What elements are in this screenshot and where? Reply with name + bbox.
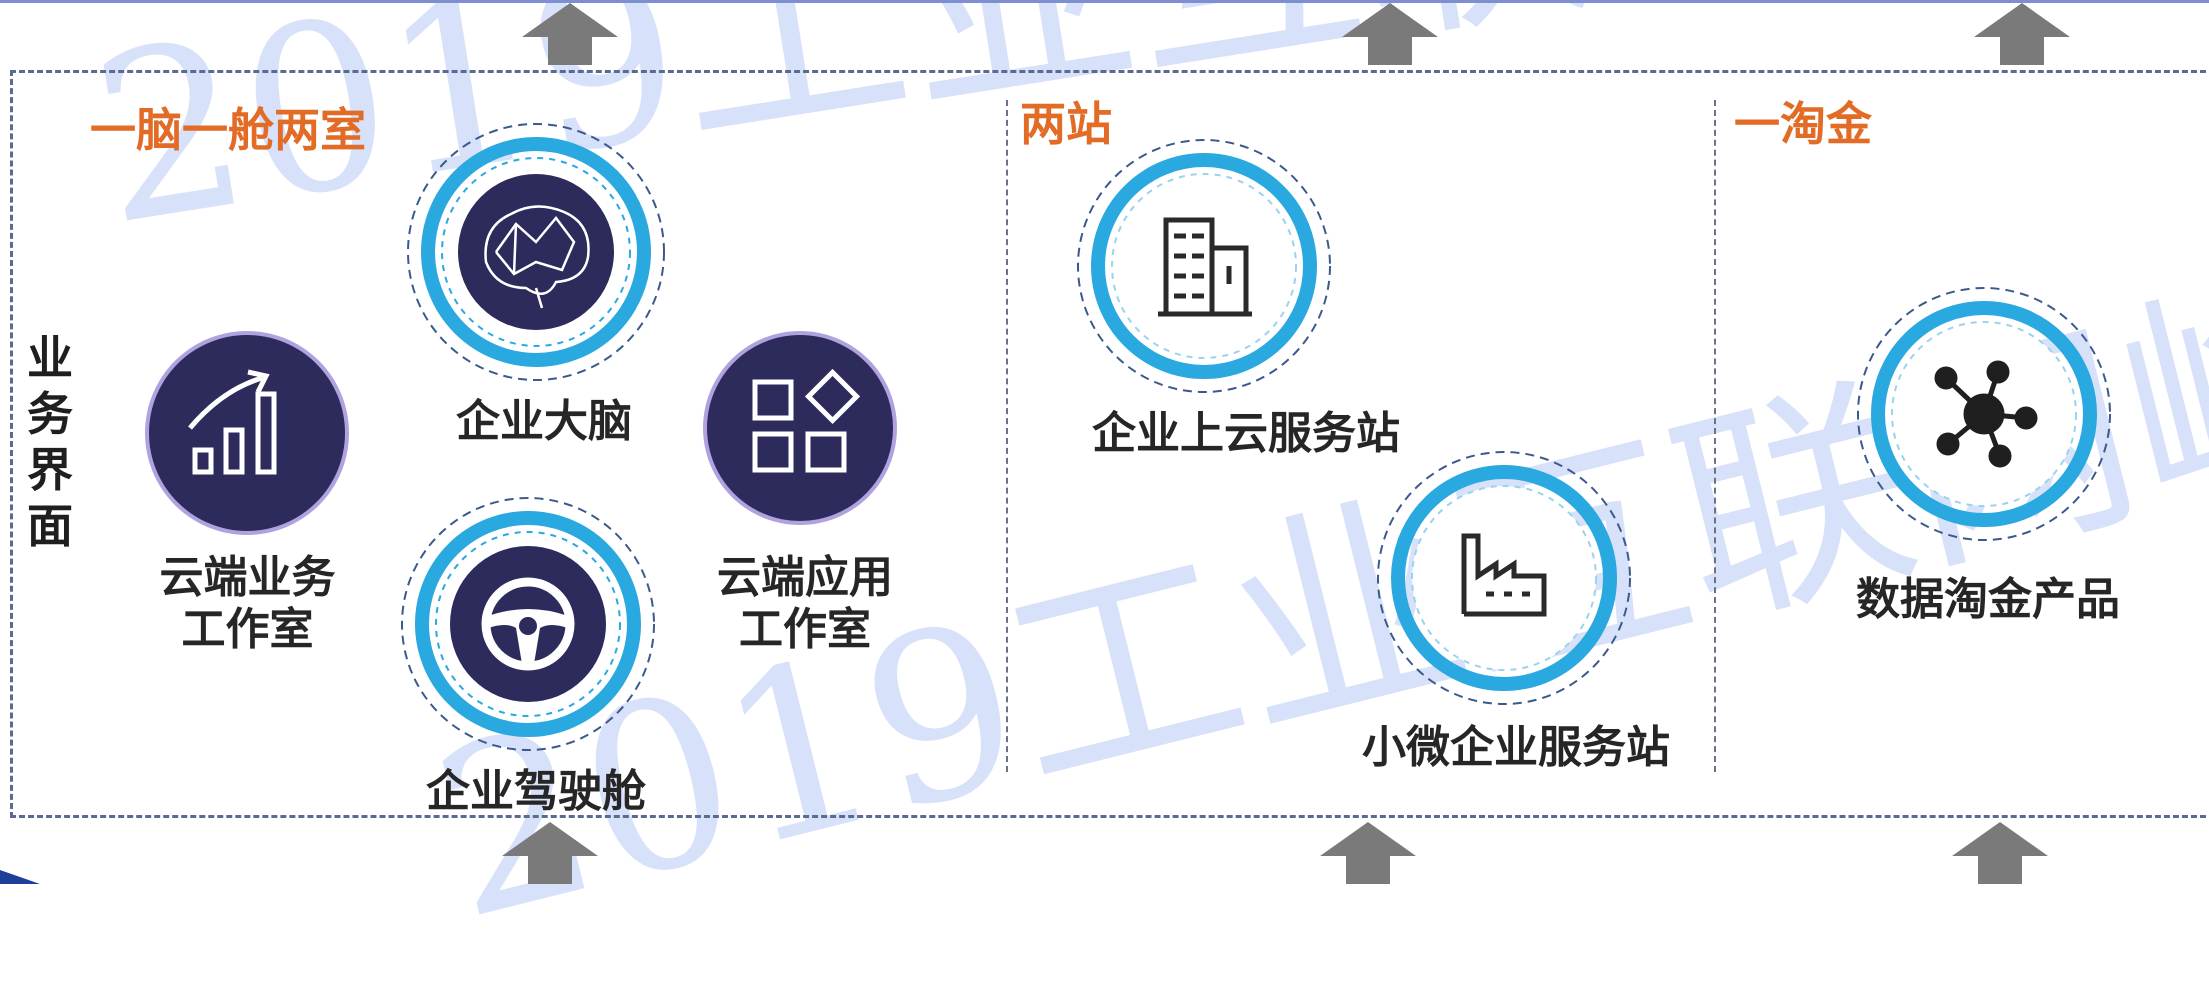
section-title-gold-mining: 一淘金 — [1734, 97, 1872, 151]
up-arrow-icon — [522, 3, 618, 65]
business-interface-frame — [10, 70, 2209, 818]
network-hub-icon — [1857, 287, 2111, 541]
side-label-char: 界 — [27, 443, 73, 497]
label-line: 云端应用 — [717, 552, 893, 603]
steering-wheel-icon — [401, 497, 655, 751]
top-divider-line — [0, 0, 2209, 3]
up-arrow-icon — [1974, 3, 2070, 65]
sme-service-station-label: 小微企业服务站 — [1362, 722, 1670, 773]
data-mining-product-node[interactable] — [1854, 284, 2114, 544]
up-arrow-icon — [1952, 822, 2048, 884]
side-label-char: 业 — [27, 331, 73, 385]
enterprise-cockpit-node[interactable] — [390, 486, 666, 762]
enterprise-cloud-station-node[interactable] — [1074, 136, 1334, 396]
up-arrow-icon — [1320, 822, 1416, 884]
app-grid-icon — [703, 331, 897, 525]
corner-accent — [0, 870, 40, 884]
section-title-two-stations: 两站 — [1020, 97, 1112, 151]
office-building-icon — [1077, 139, 1331, 393]
side-label-char: 务 — [27, 387, 73, 441]
enterprise-brain-node[interactable] — [396, 112, 676, 392]
cloud-business-studio-node[interactable] — [142, 328, 352, 538]
section-title-brain-cabin: 一脑一舱两室 — [90, 103, 366, 157]
cloud-business-studio-label: 云端业务 工作室 — [140, 552, 355, 656]
side-label-char: 面 — [27, 499, 73, 553]
enterprise-cloud-station-label: 企业上云服务站 — [1092, 408, 1400, 459]
cloud-app-studio-label: 云端应用 工作室 — [700, 552, 910, 656]
label-line: 云端业务 — [159, 552, 336, 603]
label-line: 工作室 — [181, 604, 314, 655]
up-arrow-icon — [502, 822, 598, 884]
cloud-app-studio-node[interactable] — [700, 328, 900, 528]
bar-chart-growth-icon — [145, 331, 349, 535]
section-divider — [1714, 100, 1716, 772]
up-arrow-icon — [1342, 3, 1438, 65]
factory-icon — [1377, 451, 1631, 705]
data-mining-product-label: 数据淘金产品 — [1856, 574, 2120, 625]
brain-network-icon — [407, 123, 665, 381]
sme-service-station-node[interactable] — [1374, 448, 1634, 708]
enterprise-cockpit-label: 企业驾驶舱 — [426, 766, 646, 817]
label-line: 工作室 — [739, 604, 871, 655]
business-interface-label: 业 务 界 面 — [22, 330, 78, 554]
section-divider — [1006, 100, 1008, 772]
enterprise-brain-label: 企业大脑 — [456, 396, 632, 447]
